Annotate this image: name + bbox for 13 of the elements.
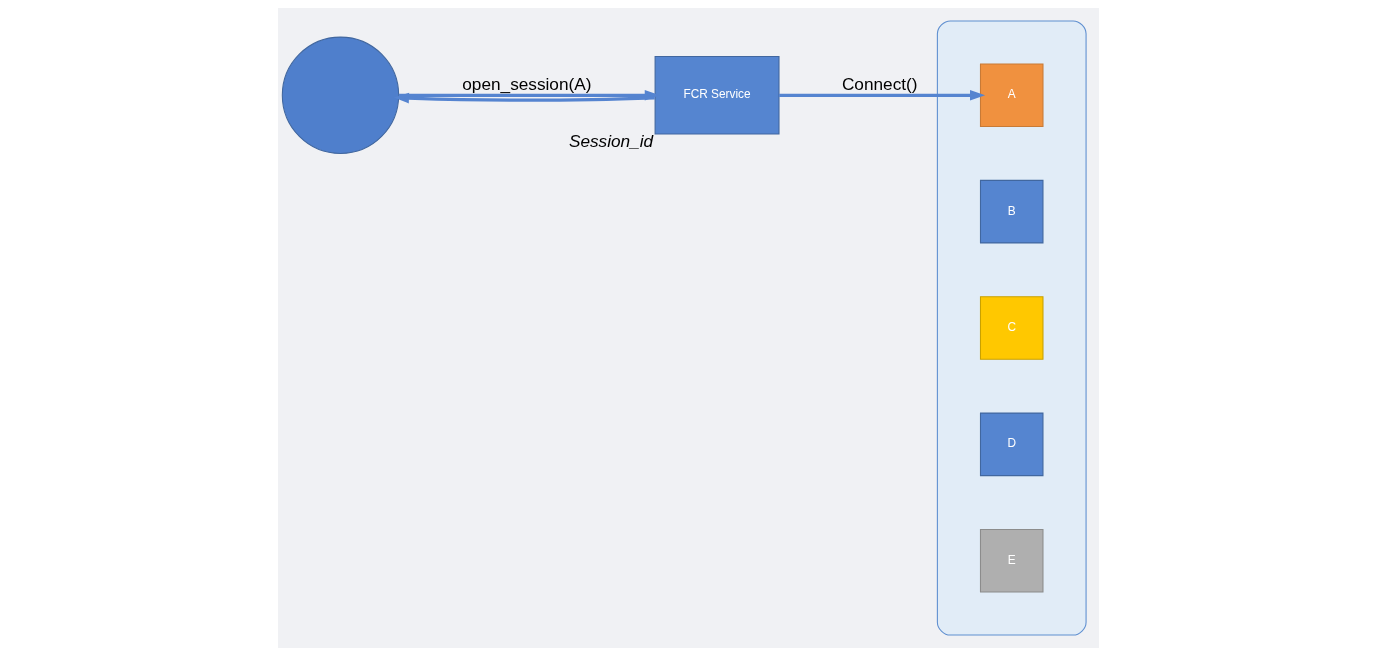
- node-box: B: [979, 179, 1043, 244]
- node-box: A: [979, 63, 1043, 128]
- arrow: [393, 92, 655, 104]
- arrow: [778, 90, 985, 101]
- node-box: E: [979, 528, 1043, 593]
- node-box: FCR Service: [654, 55, 780, 135]
- node-box: D: [979, 412, 1043, 477]
- edge-label: Connect(): [841, 73, 918, 94]
- node-circle: [281, 36, 399, 154]
- node-label: Session_id: [568, 130, 653, 151]
- node-box: C: [979, 296, 1043, 360]
- cluster: [936, 20, 1087, 636]
- edge-label: open_session(A): [461, 73, 591, 94]
